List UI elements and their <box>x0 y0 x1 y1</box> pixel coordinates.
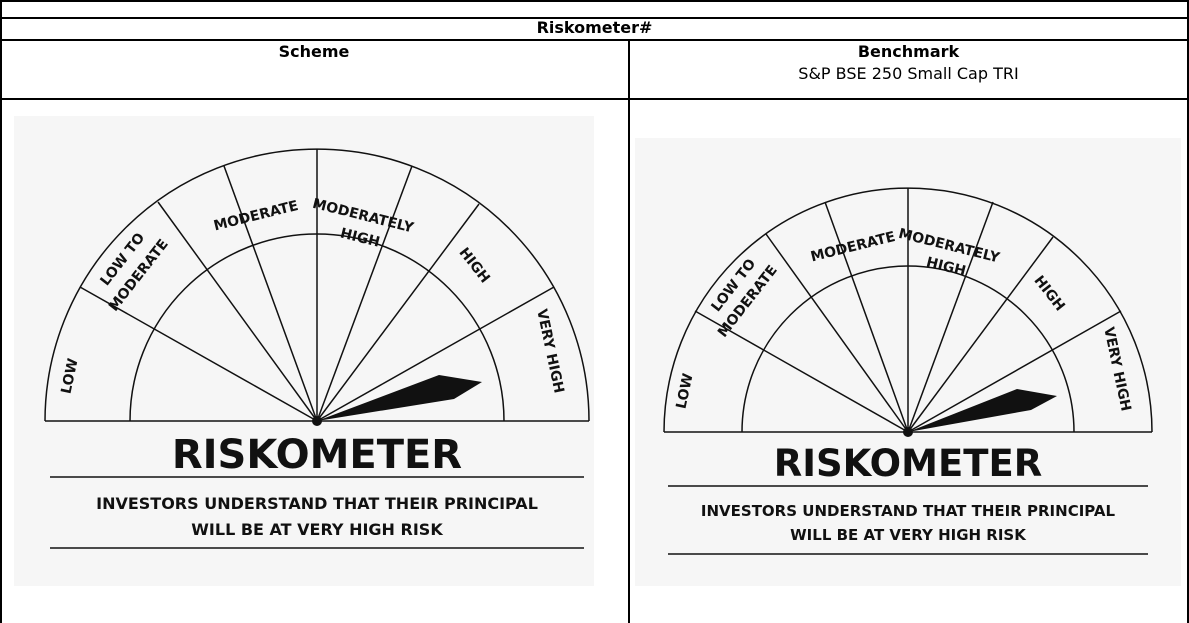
riskometer-line2: WILL BE AT VERY HIGH RISK <box>790 526 1027 544</box>
segment-low: LOW <box>674 372 697 410</box>
scheme-riskometer: LOW LOW TO MODERATE MODERATE MODERATELY … <box>14 116 594 586</box>
scheme-header: Scheme <box>278 42 350 61</box>
table-rule-3 <box>0 98 1189 100</box>
riskometer-line1: INVESTORS UNDERSTAND THAT THEIR PRINCIPA… <box>701 502 1116 520</box>
riskometer-heading: RISKOMETER <box>172 432 462 478</box>
scheme-riskometer-dial: LOW LOW TO MODERATE MODERATE MODERATELY … <box>44 148 590 549</box>
segment-very-high: VERY HIGH <box>1100 326 1133 413</box>
risk-needle <box>908 389 1057 432</box>
table-rule-2 <box>0 39 1189 41</box>
table-border-right <box>1187 0 1189 623</box>
segment-moderate: MODERATE <box>809 229 897 265</box>
table-column-divider <box>628 39 630 623</box>
benchmark-header: Benchmark <box>857 42 960 61</box>
segment-low: LOW <box>59 357 82 395</box>
risk-needle <box>317 375 482 421</box>
riskometer-line2: WILL BE AT VERY HIGH RISK <box>191 520 443 539</box>
table-rule-1 <box>0 17 1189 19</box>
segment-moderate: MODERATE <box>212 198 300 234</box>
segment-very-high: VERY HIGH <box>533 308 566 395</box>
riskometer-line1: INVESTORS UNDERSTAND THAT THEIR PRINCIPA… <box>96 494 538 513</box>
riskometer-title: Riskometer# <box>536 18 653 37</box>
segment-moderately-high: HIGH <box>339 226 382 251</box>
benchmark-riskometer-dial: LOW LOW TO MODERATE MODERATE MODERATELY … <box>663 187 1153 555</box>
segment-moderately-high: HIGH <box>925 255 968 280</box>
benchmark-riskometer: LOW LOW TO MODERATE MODERATE MODERATELY … <box>635 138 1181 586</box>
segment-high: HIGH <box>1030 273 1067 314</box>
benchmark-name: S&P BSE 250 Small Cap TRI <box>798 64 1019 83</box>
table-border-top <box>0 0 1189 2</box>
segment-high: HIGH <box>455 245 492 286</box>
table-border-left <box>0 0 2 623</box>
riskometer-heading: RISKOMETER <box>774 442 1042 485</box>
